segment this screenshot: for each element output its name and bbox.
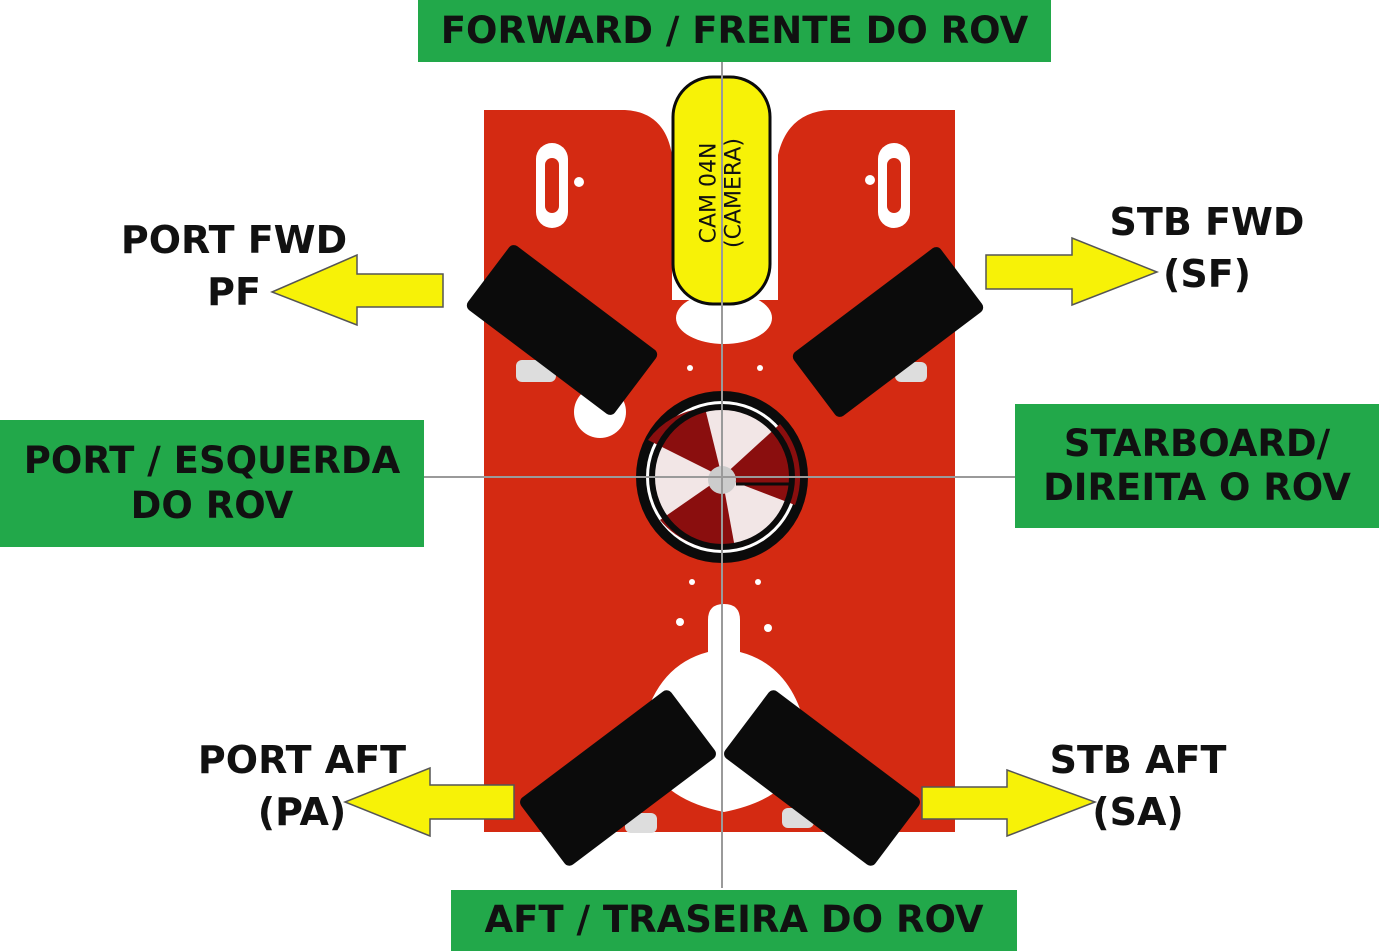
arrow-port-aft xyxy=(342,766,515,838)
arrow-stb-fwd xyxy=(985,236,1160,307)
camera-port-hole xyxy=(676,292,772,344)
camera-label: CAM 04N (CAMERA) xyxy=(696,85,747,302)
arrow-stb-aft xyxy=(921,768,1098,838)
starboard-direction-line2: DIREITA O ROV xyxy=(1043,466,1351,509)
thruster-port-aft-body xyxy=(520,690,716,866)
camera-label-line2: (CAMERA) xyxy=(721,138,747,248)
port-direction-line1: PORT / ESQUERDA xyxy=(23,439,401,483)
port-direction-line2: DO ROV xyxy=(130,483,294,527)
port-aft-code: (PA) xyxy=(257,790,347,835)
stb-aft-name: STB AFT xyxy=(1049,738,1227,782)
thruster-label-stb-fwd: STB FWD (SF) xyxy=(1088,196,1326,301)
thruster-label-port-aft: PORT AFT (PA) xyxy=(180,734,424,839)
stb-fwd-name: STB FWD xyxy=(1109,200,1305,244)
aft-direction-label: AFT / TRASEIRA DO ROV xyxy=(451,890,1017,951)
thruster-stb-aft-body xyxy=(724,690,920,866)
thruster-label-port-fwd: PORT FWD PF xyxy=(100,214,368,319)
camera-label-line1: CAM 04N xyxy=(696,142,722,244)
stb-aft-code: (SA) xyxy=(1092,790,1184,835)
port-fwd-name: PORT FWD xyxy=(120,218,348,262)
thruster-stb-fwd-body xyxy=(792,247,984,417)
port-aft-name: PORT AFT xyxy=(197,738,407,782)
port-direction-label: PORT / ESQUERDA DO ROV xyxy=(0,420,424,547)
starboard-direction-label: STARBOARD/ DIREITA O ROV xyxy=(1015,404,1379,528)
starboard-direction-line1: STARBOARD/ xyxy=(1063,421,1331,465)
arrow-port-fwd xyxy=(270,253,444,327)
port-fwd-code: PF xyxy=(207,270,261,315)
thruster-port-fwd-body xyxy=(466,245,658,415)
stb-fwd-code: (SF) xyxy=(1162,252,1252,297)
thruster-label-stb-aft: STB AFT (SA) xyxy=(1028,734,1248,839)
forward-direction-label: FORWARD / FRENTE DO ROV xyxy=(418,0,1051,62)
forward-direction-text: FORWARD / FRENTE DO ROV xyxy=(440,8,1029,52)
aft-direction-text: AFT / TRASEIRA DO ROV xyxy=(484,898,984,942)
